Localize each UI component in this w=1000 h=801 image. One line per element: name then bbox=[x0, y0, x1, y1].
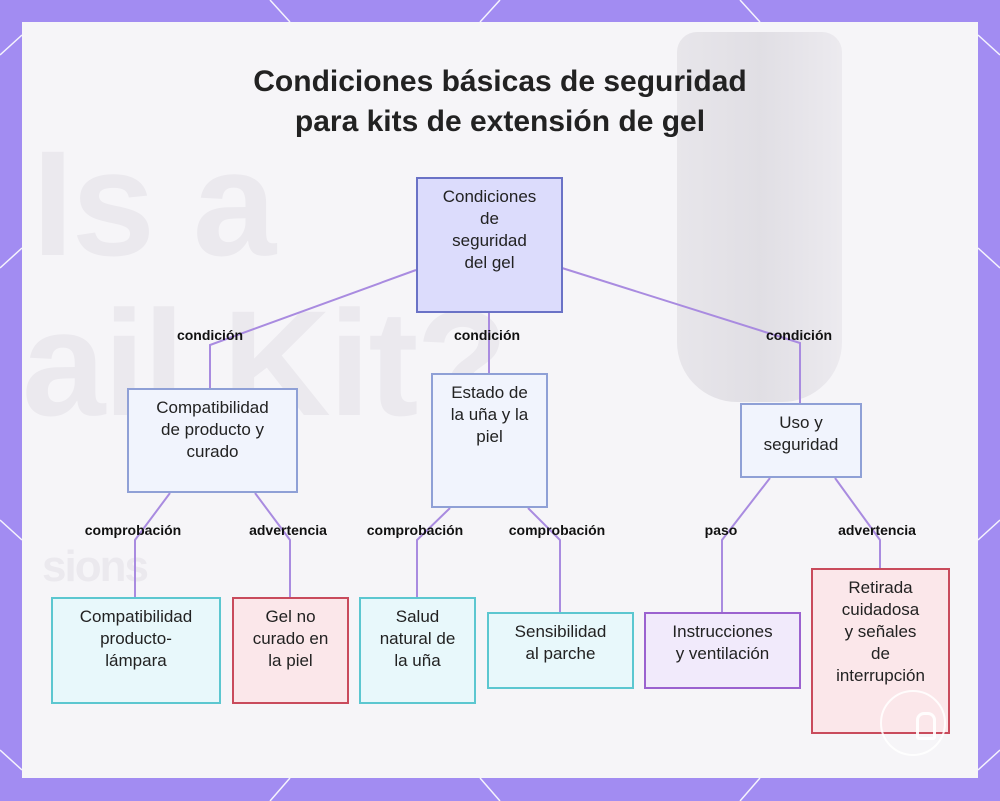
background-text: Is a bbox=[32, 119, 276, 287]
edge-label: paso bbox=[704, 522, 738, 538]
node-text-line: Uso y bbox=[779, 413, 823, 432]
edge-label: advertencia bbox=[838, 522, 916, 538]
node-text-line: Instrucciones bbox=[672, 622, 773, 641]
node-text-line: seguridad bbox=[452, 231, 527, 250]
node-text-line: de bbox=[871, 644, 890, 663]
node-text-line: seguridad bbox=[763, 435, 839, 454]
node-text-line: Estado de bbox=[451, 383, 528, 402]
node-text-line: la uña bbox=[394, 651, 441, 670]
edge-uso-retirada bbox=[834, 477, 881, 568]
edge-root-compat bbox=[209, 269, 417, 388]
edge-estado-salud bbox=[416, 507, 451, 597]
watermark-logo-icon bbox=[880, 690, 946, 756]
edge-label: comprobación bbox=[366, 522, 464, 538]
title-line: para kits de extensión de gel bbox=[294, 105, 706, 138]
node-text-line: interrupción bbox=[836, 666, 925, 685]
node-text-line: Condiciones bbox=[442, 187, 537, 206]
node-text-line: Sensibilidad bbox=[514, 622, 607, 641]
node-text-line: Compatibilidad bbox=[79, 607, 193, 626]
watermark-glyph-icon bbox=[916, 712, 936, 740]
node-salud: Salud natural de la uña bbox=[359, 597, 476, 704]
edge-compat-lampara bbox=[134, 492, 171, 597]
edge-label: condición bbox=[453, 327, 521, 343]
background-tube-image bbox=[677, 32, 842, 402]
node-compatibilidad: Compatibilidad de producto y curado bbox=[127, 388, 298, 493]
node-uso: Uso y seguridad bbox=[740, 403, 862, 478]
background-text: sions bbox=[42, 542, 149, 591]
node-lampara: Compatibilidad producto- lámpara bbox=[51, 597, 221, 704]
node-text-line: piel bbox=[476, 427, 503, 446]
node-instrucciones: Instrucciones y ventilación bbox=[644, 612, 801, 689]
edge-root-uso bbox=[561, 267, 801, 403]
edge-estado-sensibilidad bbox=[527, 507, 561, 612]
node-text-line: al parche bbox=[525, 644, 596, 663]
node-text-line: del gel bbox=[464, 253, 515, 272]
node-text-line: producto- bbox=[100, 629, 172, 648]
edge-label: comprobación bbox=[508, 522, 606, 538]
diagram-title: Condiciones básicas de seguridad para ki… bbox=[0, 62, 1000, 142]
node-text-line: de bbox=[480, 209, 499, 228]
edge-label: condición bbox=[765, 327, 833, 343]
node-text-line: Salud bbox=[395, 607, 440, 626]
node-text-line: la piel bbox=[268, 651, 313, 670]
node-text-line: Retirada bbox=[848, 578, 913, 597]
edge-label: comprobación bbox=[84, 522, 182, 538]
node-text-line: cuidadosa bbox=[841, 600, 920, 619]
node-text-line: curado en bbox=[252, 629, 329, 648]
title-line: Condiciones básicas de seguridad bbox=[253, 65, 747, 98]
node-text-line: Compatibilidad bbox=[156, 398, 269, 417]
edge-label: condición bbox=[176, 327, 244, 343]
node-text-line: lámpara bbox=[105, 651, 167, 670]
node-root: Condiciones de seguridad del gel bbox=[416, 177, 563, 313]
node-text-line: la uña y la bbox=[450, 405, 529, 424]
edge-uso-instrucciones bbox=[721, 477, 771, 612]
node-text-line: Gel no bbox=[265, 607, 316, 626]
node-text-line: curado bbox=[186, 442, 239, 461]
node-text-line: y señales bbox=[844, 622, 917, 641]
node-estado: Estado de la uña y la piel bbox=[431, 373, 548, 508]
node-sensibilidad: Sensibilidad al parche bbox=[487, 612, 634, 689]
node-text-line: de producto y bbox=[160, 420, 264, 439]
node-gel-no-curado: Gel no curado en la piel bbox=[232, 597, 349, 704]
node-text-line: y ventilación bbox=[675, 644, 770, 663]
edge-label: advertencia bbox=[249, 522, 327, 538]
node-text-line: natural de bbox=[379, 629, 456, 648]
edge-compat-gel bbox=[254, 492, 291, 597]
